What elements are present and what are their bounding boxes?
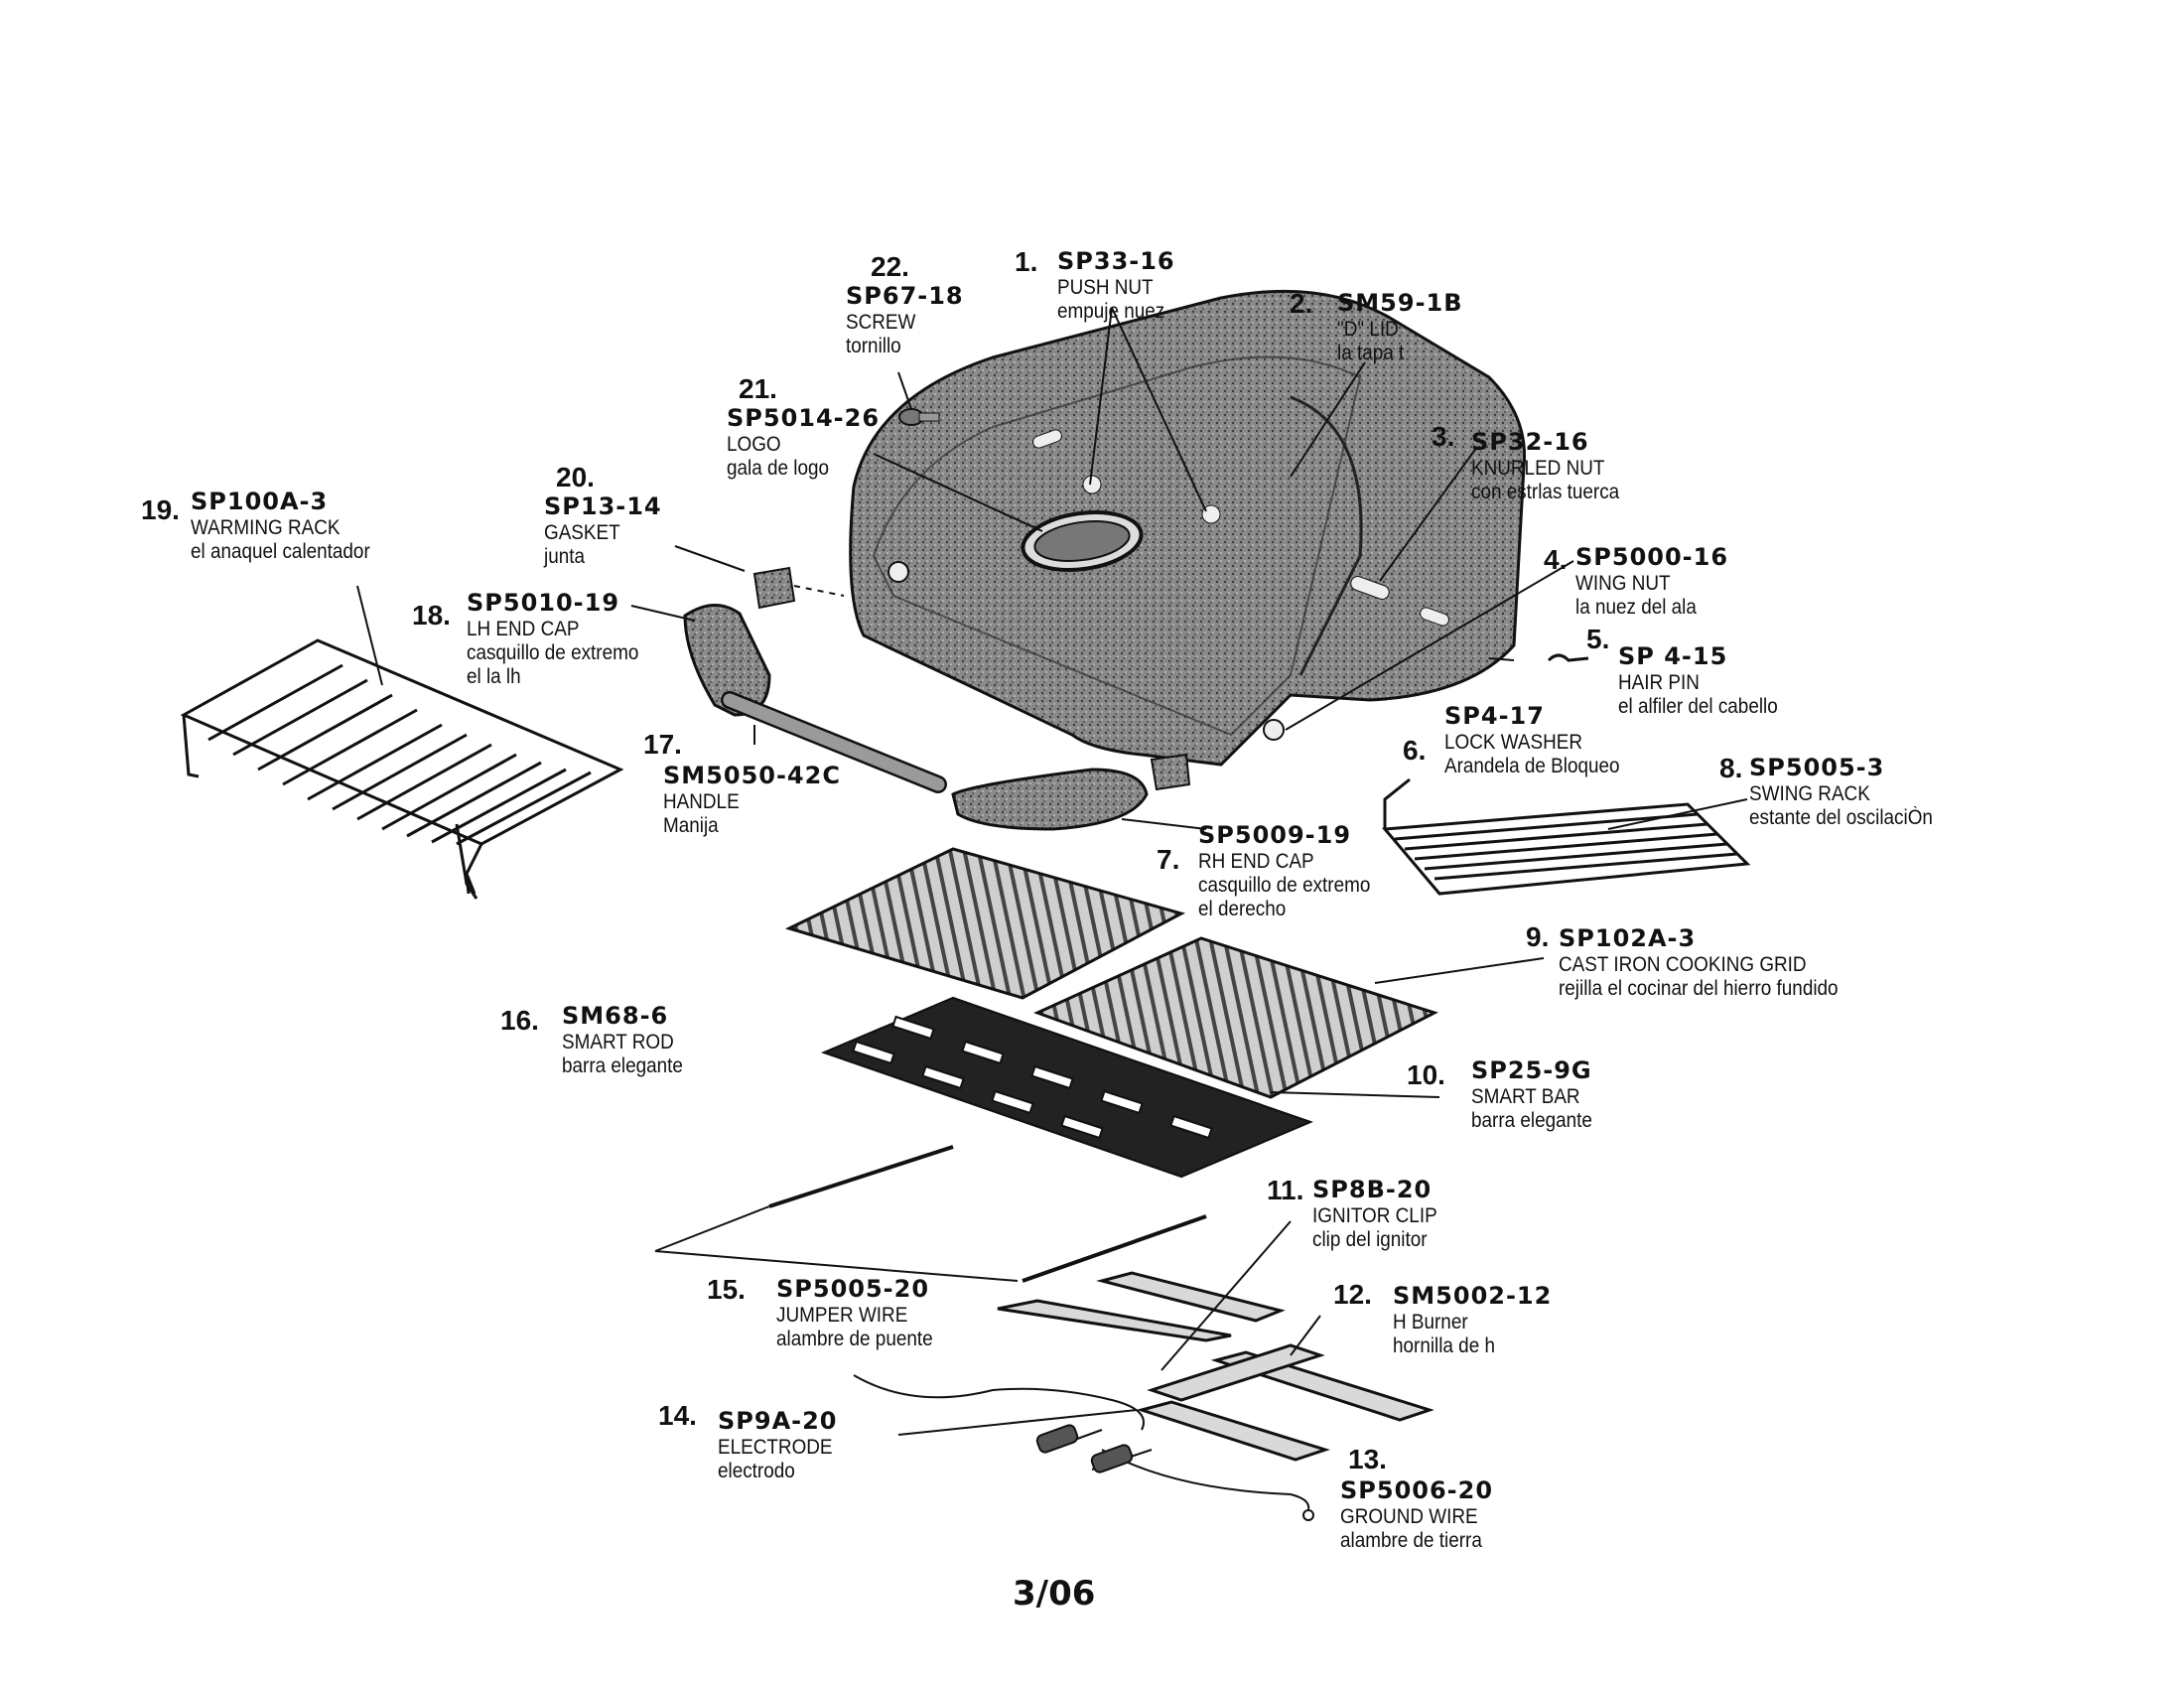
gasket-drawings bbox=[752, 566, 1191, 791]
callout-14: 14. SP9A-20 ELECTRODE electrodo bbox=[658, 1400, 838, 1482]
callout-2: 2. SM59-1B "D" LID la tapa t bbox=[1290, 288, 1463, 364]
swing-rack-drawing bbox=[1381, 777, 1751, 896]
callout-18: 18. SP5010-19 LH END CAP casquillo de ex… bbox=[412, 589, 639, 688]
callout-6: 6. SP4-17 LOCK WASHER Arandela de Bloque… bbox=[1403, 702, 1620, 777]
callout-8: 8. SP5005-3 SWING RACK estante del oscil… bbox=[1719, 753, 1933, 829]
callout-22: 22. SP67-18 SCREW tornillo bbox=[846, 251, 964, 357]
lid-drawing bbox=[849, 289, 1527, 767]
callout-21: 21. SP5014-26 LOGO gala de logo bbox=[727, 373, 881, 480]
callout-17: 17. SM5050-42C HANDLE Manija bbox=[643, 729, 841, 837]
burner-drawing bbox=[997, 1271, 1434, 1462]
cooking-grid-drawings bbox=[784, 847, 1438, 1099]
callout-5: 5. SP 4-15 HAIR PIN el alfiler del cabel… bbox=[1586, 624, 1778, 718]
callout-9: 9. SP102A-3 CAST IRON COOKING GRID rejil… bbox=[1526, 921, 1839, 1000]
callout-19: 19. SP100A-3 WARMING RACK el anaquel cal… bbox=[141, 488, 370, 563]
burner-valve-drawings bbox=[1035, 1424, 1134, 1474]
wire-drawings bbox=[853, 1374, 1314, 1521]
callout-1: 1. SP33-16 PUSH NUT empuje nuez bbox=[1015, 246, 1175, 323]
page-number: 3/06 bbox=[1013, 1574, 1096, 1614]
callout-13: 13. SP5006-20 GROUND WIRE alambre de tie… bbox=[1340, 1444, 1494, 1552]
callout-4: 4. SP5000-16 WING NUT la nuez del ala bbox=[1544, 543, 1729, 619]
callout-11: 11. SP8B-20 IGNITOR CLIP clip del ignito… bbox=[1267, 1175, 1437, 1251]
callout-7: 7. SP5009-19 RH END CAP casquillo de ext… bbox=[1157, 821, 1371, 920]
callout-10: 10. SP25-9G SMART BAR barra elegante bbox=[1407, 1056, 1592, 1132]
warming-rack-drawing bbox=[180, 638, 624, 900]
callout-3: 3. SP32-16 KNURLED NUT con estrlas tuerc… bbox=[1432, 421, 1620, 503]
leader-lines bbox=[356, 307, 1748, 1436]
callout-15: 15. SP5005-20 JUMPER WIRE alambre de pue… bbox=[707, 1274, 933, 1350]
smart-bar-drawings bbox=[821, 996, 1313, 1179]
callout-12: 12. SM5002-12 H Burner hornilla de h bbox=[1333, 1279, 1553, 1357]
handle-drawing bbox=[683, 604, 1149, 831]
callout-20: 20. SP13-14 GASKET junta bbox=[544, 462, 662, 568]
smart-rod-drawings bbox=[768, 1145, 1207, 1283]
hair-pin-drawing bbox=[1547, 653, 1589, 662]
callout-16: 16. SM68-6 SMART ROD barra elegante bbox=[500, 1002, 683, 1077]
